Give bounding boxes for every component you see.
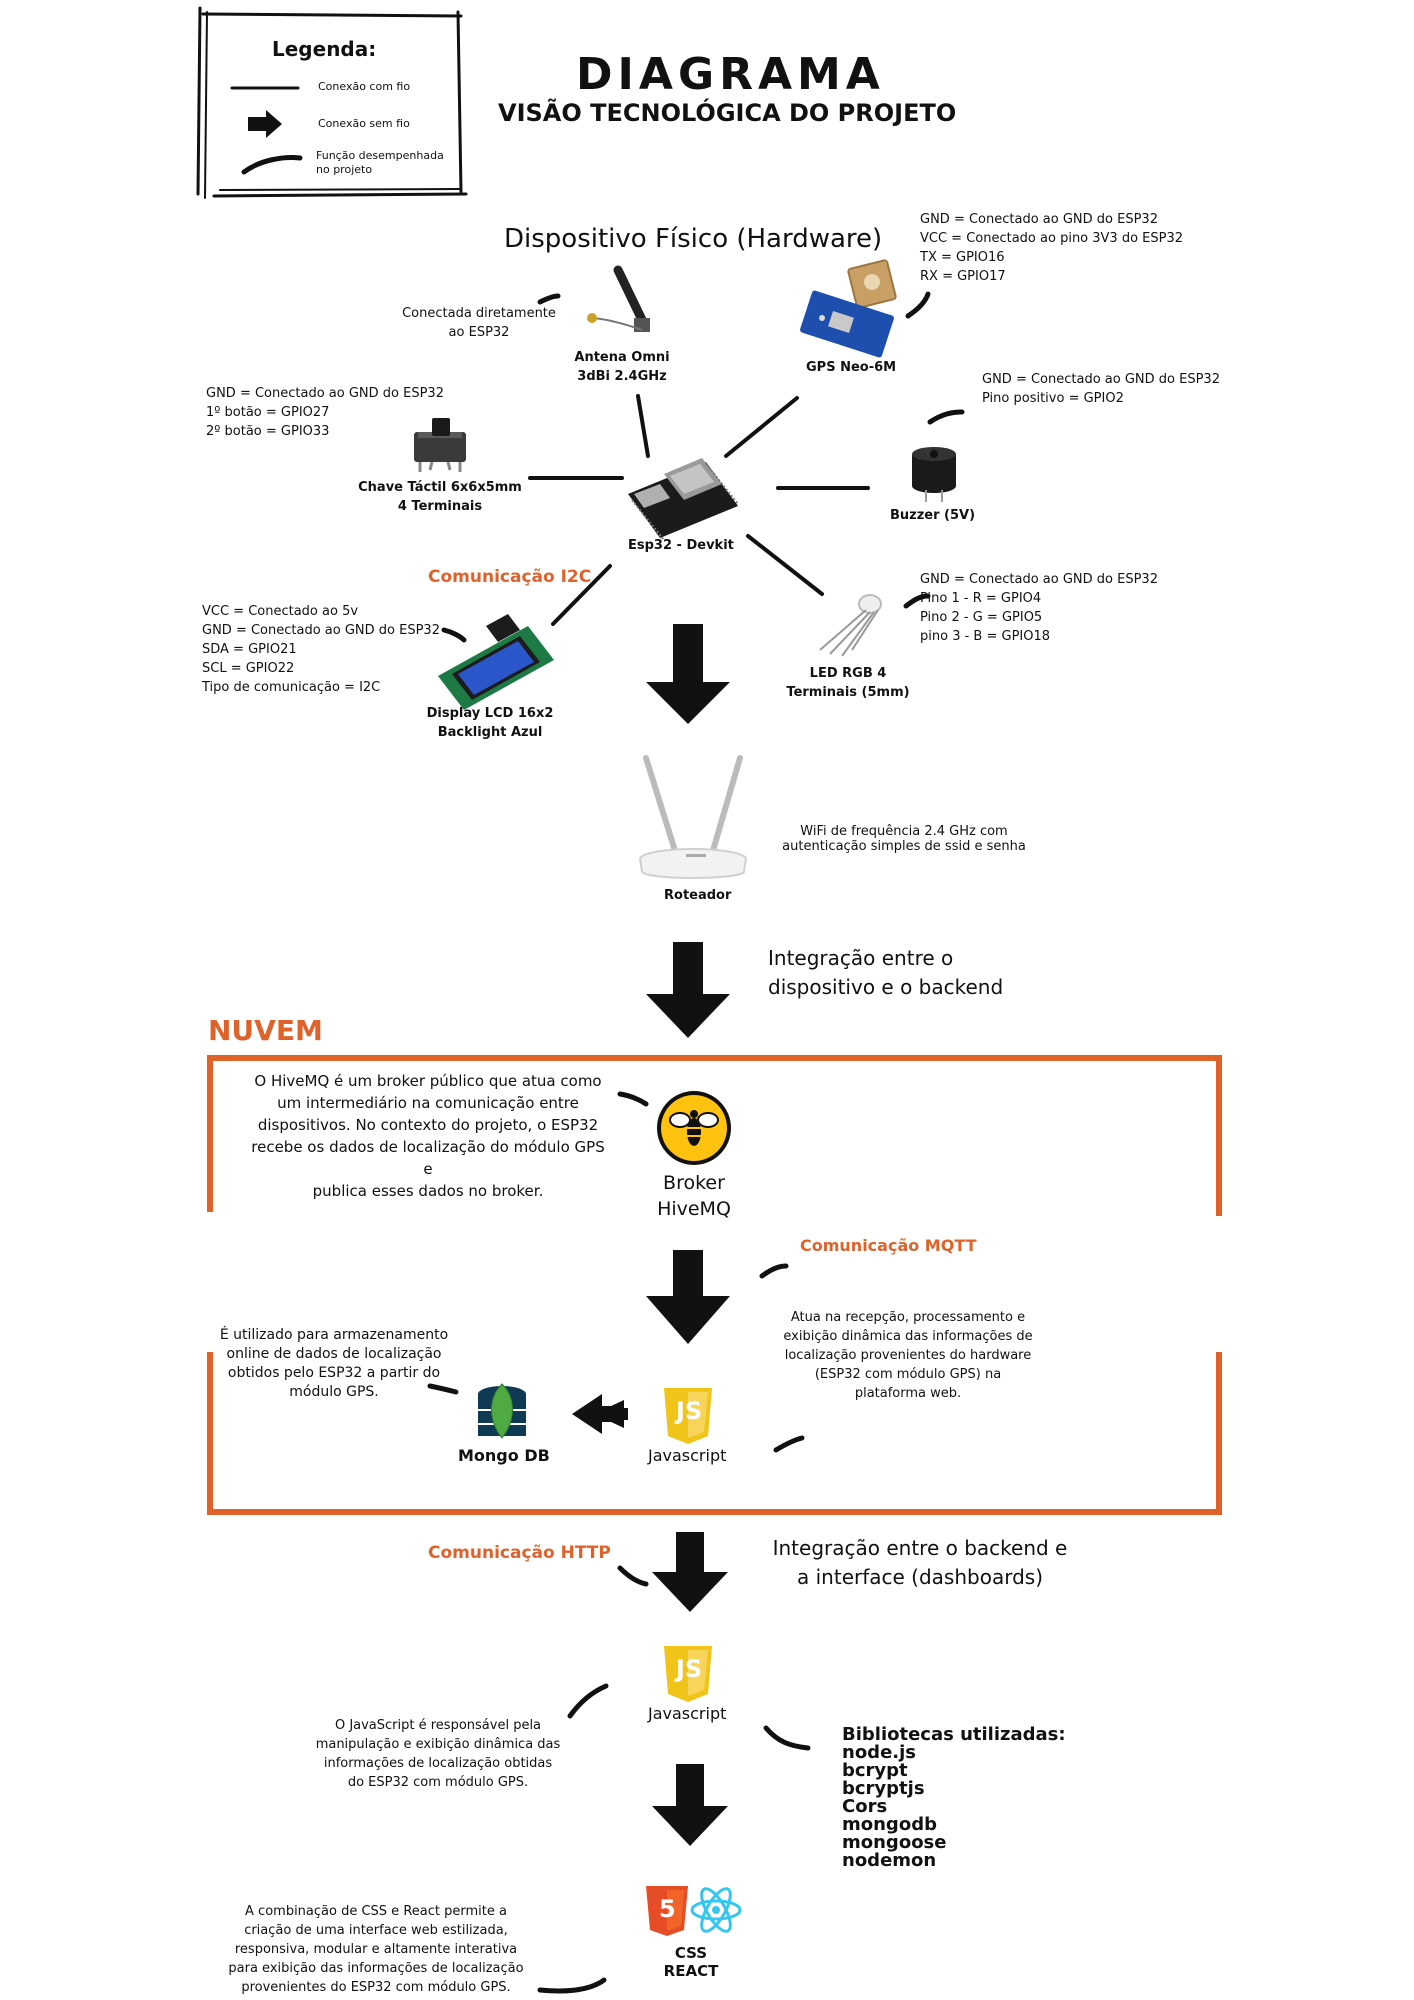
down-arrow-icon bbox=[652, 1532, 728, 1612]
esp32-label: Esp32 - Devkit bbox=[628, 538, 734, 553]
antenna-icon bbox=[587, 265, 650, 332]
hivemq-bee-icon bbox=[657, 1091, 731, 1165]
antenna-label: Antena Omni 3dBi 2.4GHz bbox=[574, 350, 670, 384]
hardware-title: Dispositivo Físico (Hardware) bbox=[504, 224, 883, 254]
hivemq-label: Broker HiveMQ bbox=[657, 1172, 731, 1220]
integration-backend-label: Integração entre o dispositivo e o backe… bbox=[768, 946, 1004, 999]
flow-arrows bbox=[594, 624, 730, 1846]
router-label: Roteador bbox=[664, 888, 732, 903]
i2c-label: Comunicação I2C bbox=[428, 567, 592, 587]
page-subtitle: VISÃO TECNOLÓGICA DO PROJETO bbox=[498, 99, 957, 127]
library-item: bcryptjs bbox=[842, 1778, 925, 1799]
down-arrow-icon bbox=[646, 942, 730, 1038]
libraries-title: Bibliotecas utilizadas: bbox=[842, 1724, 1066, 1745]
lcd-display-icon bbox=[438, 614, 554, 710]
mongo-note: É utilizado para armazenamento online de… bbox=[219, 1327, 449, 1400]
legend-arrow-icon bbox=[248, 110, 282, 138]
javascript-icon bbox=[664, 1388, 712, 1444]
router-note: WiFi de frequência 2.4 GHz com autentica… bbox=[782, 824, 1026, 854]
library-item: mongodb bbox=[842, 1814, 937, 1835]
legend-wired-label: Conexão com fio bbox=[318, 80, 411, 93]
legend-title: Legenda: bbox=[272, 37, 377, 61]
js-backend-label: Javascript bbox=[648, 1446, 727, 1465]
page-title: DIAGRAMA bbox=[576, 49, 885, 100]
button-label: Chave Táctil 6x6x5mm 4 Terminais bbox=[358, 480, 522, 514]
lcd-label: Display LCD 16x2 Backlight Azul bbox=[426, 706, 554, 740]
ui-note: A combinação de CSS e React permite a cr… bbox=[228, 1904, 524, 1995]
function-curves bbox=[427, 291, 965, 1994]
router-icon bbox=[638, 755, 748, 879]
down-arrow-icon bbox=[646, 1250, 730, 1344]
gps-module-icon bbox=[800, 259, 897, 358]
down-arrow-icon bbox=[652, 1764, 728, 1846]
hivemq-note: O HiveMQ é um broker público que atua co… bbox=[251, 1072, 605, 1200]
buzzer-label: Buzzer (5V) bbox=[890, 508, 976, 523]
js-frontend-label: Javascript bbox=[648, 1704, 727, 1723]
js-frontend-note: O JavaScript é responsável pela manipula… bbox=[315, 1718, 561, 1790]
js-backend-note: Atua na recepção, processamento e exibiç… bbox=[783, 1310, 1033, 1401]
mongo-label: Mongo DB bbox=[458, 1446, 550, 1465]
gps-label: GPS Neo-6M bbox=[806, 360, 897, 375]
html5-icon bbox=[646, 1886, 688, 1936]
legend-function-label: Função desempenhada no projeto bbox=[316, 149, 444, 176]
integration-front-label: Integração entre o backend e a interface… bbox=[772, 1536, 1068, 1589]
down-arrow-icon bbox=[646, 624, 730, 724]
lcd-note: VCC = Conectado ao 5v GND = Conectado ao… bbox=[202, 604, 440, 695]
javascript-icon bbox=[664, 1646, 712, 1702]
mqtt-label: Comunicação MQTT bbox=[800, 1236, 977, 1255]
js-glyph: JS bbox=[676, 1655, 703, 1683]
buzzer-icon bbox=[912, 447, 956, 502]
esp32-board-icon bbox=[628, 458, 739, 541]
led-note: GND = Conectado ao GND do ESP32 Pino 1 -… bbox=[920, 572, 1158, 644]
library-item: node.js bbox=[842, 1742, 916, 1763]
cloud-box bbox=[207, 1055, 1222, 1216]
html5-glyph: 5 bbox=[659, 1895, 676, 1923]
js-glyph: JS bbox=[676, 1397, 703, 1425]
left-arrow-icon bbox=[572, 1394, 624, 1434]
rgb-led-icon bbox=[819, 594, 882, 657]
cloud-title: NUVEM bbox=[208, 1014, 323, 1047]
http-label: Comunicação HTTP bbox=[428, 1543, 611, 1563]
gps-note: GND = Conectado ao GND do ESP32 VCC = Co… bbox=[920, 212, 1184, 284]
led-label: LED RGB 4 Terminais (5mm) bbox=[786, 666, 910, 700]
legend-wireless-label: Conexão sem fio bbox=[318, 117, 410, 130]
hardware-wires bbox=[528, 394, 870, 626]
library-item: bcrypt bbox=[842, 1760, 908, 1781]
mongodb-icon bbox=[478, 1383, 526, 1439]
legend-box bbox=[196, 6, 468, 199]
backend-box bbox=[207, 1352, 1222, 1515]
libraries-list: Bibliotecas utilizadas: node.js bcrypt b… bbox=[842, 1726, 1066, 1870]
tactile-button-icon bbox=[414, 418, 466, 472]
library-item: Cors bbox=[842, 1796, 888, 1817]
library-item: mongoose bbox=[842, 1832, 947, 1853]
react-icon bbox=[690, 1887, 742, 1933]
buzzer-note: GND = Conectado ao GND do ESP32 Pino pos… bbox=[982, 372, 1220, 406]
antenna-note: Conectada diretamente ao ESP32 bbox=[402, 306, 556, 340]
ui-label: CSS REACT bbox=[663, 1944, 719, 1980]
button-note: GND = Conectado ao GND do ESP32 1º botão… bbox=[206, 386, 444, 439]
library-item: nodemon bbox=[842, 1850, 937, 1871]
